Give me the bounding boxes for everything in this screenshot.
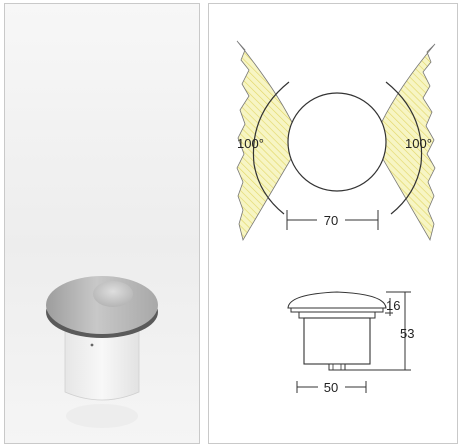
drawing-canvas: 100° 100° 70 — [236, 40, 436, 395]
right-angle-arc — [385, 81, 423, 215]
side-view-drawing: 16 53 50 — [287, 291, 414, 395]
left-angle-label: 100° — [237, 136, 264, 151]
total-height-label: 53 — [400, 326, 414, 341]
technical-drawing-panel: 100° 100° 70 — [208, 3, 458, 444]
rim-band — [290, 307, 384, 313]
width-dimension-label: 70 — [324, 213, 338, 228]
body-outline — [303, 317, 371, 365]
flange — [298, 311, 376, 319]
left-angle-arc — [252, 81, 290, 215]
cable-gland — [328, 363, 346, 371]
cap-height-label: 16 — [386, 298, 400, 313]
product-image — [46, 276, 158, 428]
base-width-label: 50 — [324, 380, 338, 395]
base-width-dimension: 50 — [296, 380, 367, 395]
right-angle-label: 100° — [405, 136, 432, 151]
cap-outline — [287, 291, 387, 309]
width-dimension: 70 — [286, 210, 379, 230]
right-hatched-beam — [372, 43, 436, 242]
left-hatched-beam — [236, 40, 302, 242]
fixture-circle — [287, 92, 387, 192]
beam-angle-diagram: 100° 100° 70 — [236, 40, 436, 242]
height-dimensions: 16 53 — [345, 291, 414, 371]
product-photo-panel — [4, 3, 200, 444]
